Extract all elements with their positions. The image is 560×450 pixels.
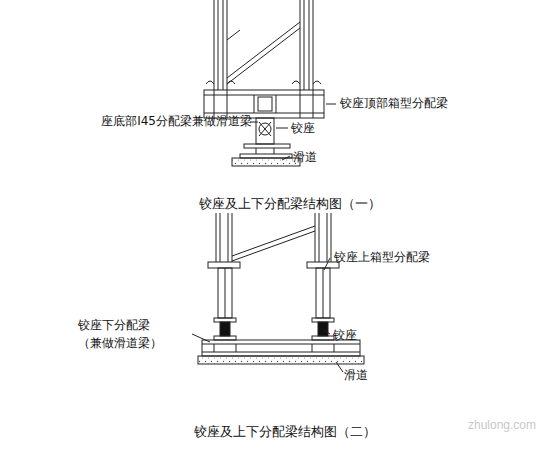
part-label: 座底部I45分配梁兼做滑道梁 xyxy=(101,114,252,128)
figure-caption: 铰座及上下分配梁结构图（一） xyxy=(199,196,381,212)
part-label: 滑道 xyxy=(344,368,368,382)
watermark: zhulong.com xyxy=(468,418,536,432)
figure-two xyxy=(192,213,364,372)
part-label: 铰座顶部箱型分配梁 xyxy=(340,96,448,110)
part-label: 铰座 xyxy=(291,121,315,135)
part-label: （兼做滑道梁） xyxy=(78,336,162,350)
part-label: 铰座下分配梁 xyxy=(78,318,150,332)
figure-one xyxy=(204,0,336,166)
part-label: 滑道 xyxy=(293,150,317,164)
part-label: 铰座上箱型分配梁 xyxy=(334,250,430,264)
part-label: 铰座 xyxy=(333,328,357,342)
figure-caption: 铰座及上下分配梁结构图（二） xyxy=(194,424,376,440)
